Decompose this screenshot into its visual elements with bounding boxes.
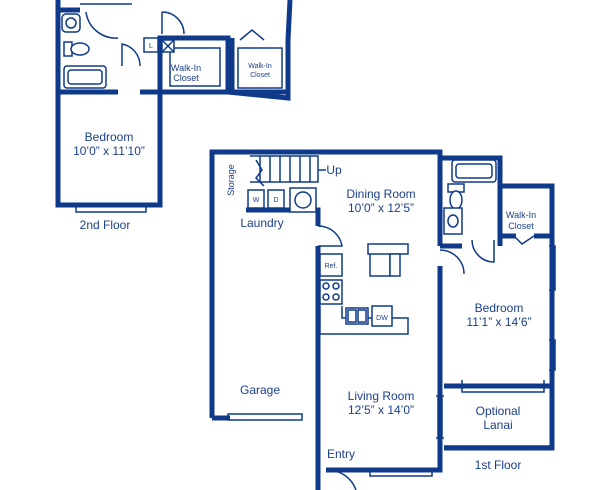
first-floor-bath-door — [471, 239, 495, 263]
dining-room-size: 10’0” x 12’5” — [348, 201, 414, 215]
second-floor-small-closet-door — [239, 29, 265, 41]
second-floor-closet-label-line1: Walk-In — [171, 63, 201, 73]
washer-label: W — [253, 197, 260, 204]
second-floor-bathtub-inner — [67, 69, 103, 85]
first-floor-closet-label-line2: Closet — [508, 221, 534, 231]
second-floor-bath-door — [85, 11, 119, 39]
entry-door — [325, 469, 357, 490]
second-floor-bedroom-window — [75, 205, 147, 213]
stairs-label: Up — [326, 163, 342, 177]
living-room-name: Living Room — [348, 389, 415, 403]
first-floor-outer-wall — [209, 149, 443, 418]
stove-burner-4 — [332, 293, 340, 301]
dining-room-name: Dining Room — [346, 187, 415, 201]
storage-label: Storage — [226, 164, 236, 196]
dining-chair-2 — [389, 253, 401, 277]
dining-chair-1 — [367, 243, 409, 255]
second-floor-closet-label-line2: Closet — [173, 73, 199, 83]
second-floor-sink — [61, 13, 81, 33]
first-floor-bath-top — [440, 155, 503, 246]
stove — [319, 279, 343, 305]
water-heater — [294, 191, 312, 209]
linen-label: L — [149, 43, 153, 50]
stove-burner-1 — [322, 282, 330, 290]
laundry-door — [317, 225, 343, 247]
first-floor-bathtub — [451, 159, 497, 183]
second-floor-bathtub — [63, 65, 107, 89]
dryer-label: D — [273, 197, 278, 204]
second-floor-caption: 2nd Floor — [80, 218, 131, 232]
second-floor: L Walk-In Closet Walk-In Closet Bedroom … — [55, 0, 293, 232]
lanai-window — [436, 395, 444, 439]
refrigerator — [319, 253, 343, 277]
first-floor-bedroom-size: 11’1” x 14’6” — [466, 315, 531, 329]
second-floor-closet-inner — [169, 47, 221, 87]
second-floor-hall-door — [161, 11, 185, 35]
dishwasher-label: DW — [376, 315, 388, 322]
second-floor-hvac-x — [161, 39, 175, 53]
bedroom-slider — [461, 380, 545, 393]
first-floor-vanity — [443, 207, 463, 235]
second-floor-small-closet-wall — [229, 38, 288, 95]
stove-burner-2 — [332, 282, 340, 290]
first-floor-closet-label-line1: Walk-In — [506, 210, 536, 220]
first-floor-laundry-wall — [246, 207, 321, 226]
living-window — [369, 470, 433, 477]
first-floor-bedroom-name: Bedroom — [475, 301, 524, 315]
first-floor-bedroom-door — [439, 249, 465, 275]
second-floor-small-closet-label-line1: Walk-In — [248, 63, 272, 70]
second-floor-linen — [143, 37, 159, 53]
second-floor-sink-bowl — [65, 17, 77, 29]
second-floor-toilet-bowl — [70, 42, 90, 56]
dryer — [267, 189, 285, 209]
bedroom-window-top — [549, 245, 556, 291]
stove-burner-3 — [322, 293, 330, 301]
garage-door — [227, 413, 303, 421]
second-floor-bedroom-size: 10’0” x 11’10” — [73, 144, 145, 158]
second-floor-small-closet-label-line2: Closet — [250, 72, 270, 79]
garage-label: Garage — [240, 383, 280, 397]
bedroom-window-bottom — [549, 339, 556, 371]
kitchen-counter — [319, 306, 409, 335]
washer — [247, 189, 265, 209]
lanai-label-line1: Optional — [476, 404, 521, 418]
kitchen-sink-left — [347, 309, 357, 323]
first-floor-garage-wall — [212, 246, 321, 421]
kitchen-sink — [345, 307, 369, 325]
first-floor-closet-wall — [444, 183, 555, 451]
laundry-label: Laundry — [240, 216, 283, 230]
lanai-label-line2: Lanai — [483, 418, 512, 432]
first-floor: W D Ref. DW — [209, 149, 556, 490]
second-floor-closet-wall — [140, 35, 231, 95]
dishwasher — [371, 305, 393, 327]
first-floor-bedroom-left — [326, 266, 443, 473]
second-floor-bedroom-name: Bedroom — [85, 130, 134, 144]
first-floor-toilet-bowl — [449, 190, 463, 210]
dining-table — [369, 251, 391, 277]
first-floor-caption: 1st Floor — [475, 458, 522, 472]
kitchen-sink-right — [357, 309, 367, 323]
first-floor-sink-bowl — [447, 214, 459, 228]
first-floor-bathtub-inner — [455, 163, 493, 179]
first-floor-closet-door — [513, 235, 535, 245]
second-floor-closet-door — [121, 43, 141, 67]
stairs — [250, 155, 326, 187]
refrigerator-label: Ref. — [325, 263, 338, 270]
living-room-size: 12’5” x 14’0” — [348, 403, 414, 417]
second-floor-small-closet-inner — [237, 47, 283, 89]
second-floor-outer-wall — [55, 0, 293, 208]
entry-label: Entry — [327, 447, 355, 461]
